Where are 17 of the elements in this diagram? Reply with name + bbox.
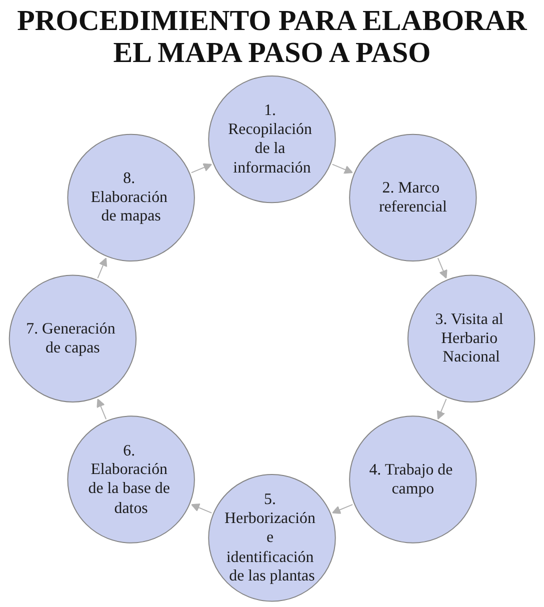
arrow [97, 257, 108, 279]
arrow [437, 257, 448, 278]
node-circle: 3. Visita al Herbario Nacional [407, 274, 536, 402]
node-circle: 6. Elaboración de la base de datos [67, 415, 195, 544]
node-circle: 2. Marco referencial [349, 134, 477, 262]
node-circle: 8. Elaboración de mapas [67, 134, 195, 262]
node-circle: 7. Generación de capas [8, 274, 137, 402]
diagram-title: PROCEDIMIENTO PARA ELABORAR EL MAPA PASO A PASO [16, 6, 528, 70]
node-circle: 5. Herborización e identificación de las plantas [208, 474, 336, 602]
arrow [436, 398, 447, 420]
node-circle: 1. Recopilación de la información [208, 75, 336, 203]
arrow [96, 398, 107, 420]
arrow [191, 503, 212, 514]
arrow [332, 504, 354, 514]
arrow [190, 163, 212, 173]
arrow [332, 164, 353, 174]
node-circle: 4. Trabajo de campo [349, 415, 477, 544]
